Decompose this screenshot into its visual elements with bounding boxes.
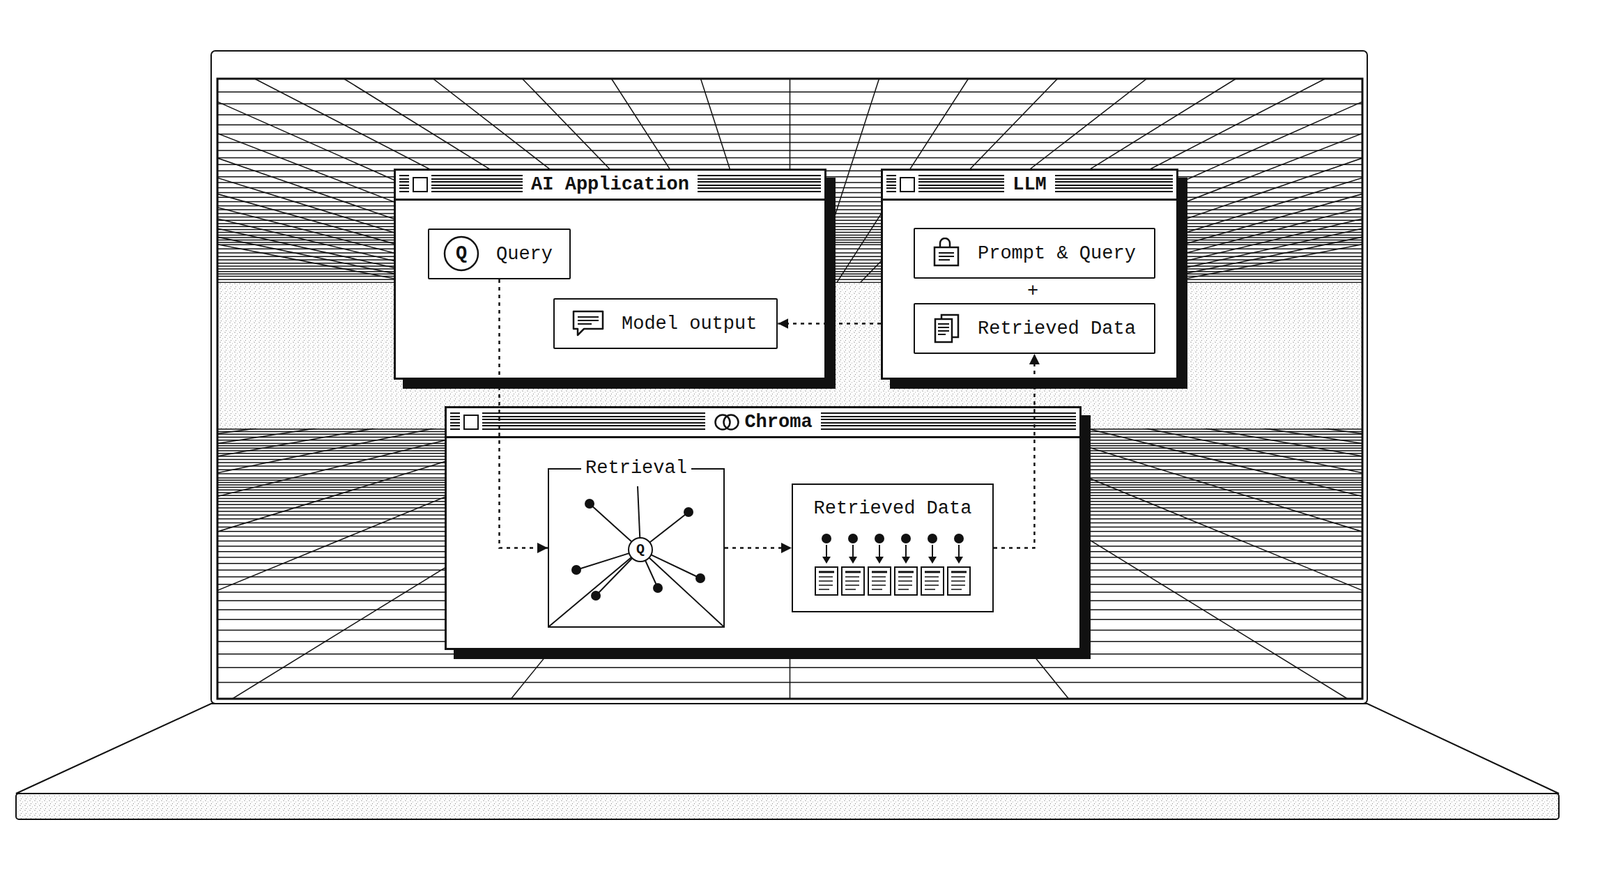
grid-line xyxy=(790,78,1364,283)
window-title: Chroma xyxy=(744,411,812,434)
grid-line xyxy=(790,78,1364,283)
screen-border xyxy=(217,78,1363,699)
document-item xyxy=(947,533,971,596)
box-label: Query xyxy=(496,243,553,266)
heading-slot: Retrieved Data xyxy=(793,497,993,520)
query-point xyxy=(628,537,653,562)
heading-slot: Retrieval xyxy=(549,457,724,480)
graph-edge xyxy=(549,557,632,627)
graph-edge xyxy=(589,503,632,543)
grid-line xyxy=(790,78,1364,283)
data-panel: Retrieved Data xyxy=(791,483,994,613)
graph-edge xyxy=(648,558,724,627)
grid-line xyxy=(790,78,1326,283)
graph-point xyxy=(590,590,601,601)
app-window: RetrievalQRetrieved DataChroma xyxy=(444,406,1082,651)
title-bar: AI Application xyxy=(395,170,825,201)
chroma-logo xyxy=(713,412,741,433)
panel-heading: Retrieval xyxy=(581,457,692,480)
document-item xyxy=(841,533,865,596)
grid-line xyxy=(790,78,1364,283)
process-box: Query Q xyxy=(427,228,571,280)
label-slot: + xyxy=(913,279,1152,304)
title-patch: AI Application xyxy=(522,172,698,197)
grid-line xyxy=(790,78,1364,283)
box-label: Model output xyxy=(621,312,757,336)
process-box: Model output xyxy=(553,298,778,350)
grid-line xyxy=(790,78,1364,283)
title-patch: LLM xyxy=(1004,172,1056,197)
graph-edge xyxy=(637,486,640,538)
title-patch: Chroma xyxy=(705,410,821,435)
document-item xyxy=(868,533,891,596)
graph-edge xyxy=(595,558,633,596)
prompt-icon xyxy=(930,237,963,270)
chat-icon xyxy=(571,309,607,339)
dotted-connector xyxy=(724,547,792,550)
laptop-base xyxy=(16,703,1559,794)
label-slot: Q xyxy=(628,537,653,562)
grid-line xyxy=(790,78,1364,283)
graph-point xyxy=(683,507,694,518)
graph-point xyxy=(652,583,663,594)
graph-point xyxy=(695,573,706,584)
window-title: AI Application xyxy=(531,173,690,196)
window-title: LLM xyxy=(1012,173,1047,196)
window-button xyxy=(899,177,915,193)
window-button xyxy=(412,177,428,193)
dotted-connector xyxy=(993,354,1035,549)
title-bar: Chroma xyxy=(446,408,1080,439)
node-symbol: Q xyxy=(636,542,645,557)
document-item xyxy=(815,533,838,596)
graph-edge xyxy=(649,512,689,543)
grid-line xyxy=(790,78,1364,283)
label-slot: Q xyxy=(443,235,480,272)
panel-heading: Retrieved Data xyxy=(809,497,977,520)
box-label: Retrieved Data xyxy=(977,317,1136,341)
graph-point xyxy=(571,565,582,575)
document-item xyxy=(894,533,918,596)
graph-point xyxy=(584,498,595,509)
grid-line xyxy=(790,78,1364,283)
retrieval-panel: RetrievalQ xyxy=(547,468,725,628)
dotted-connector xyxy=(777,322,881,325)
app-window: Prompt & QueryRetrieved Data LLM + xyxy=(880,168,1179,380)
annotation: + xyxy=(1027,282,1039,302)
dotted-connector xyxy=(499,279,549,549)
floor-grid xyxy=(217,428,1363,699)
graph-edge xyxy=(576,553,630,571)
process-box: Retrieved Data xyxy=(913,303,1156,355)
process-box: Prompt & Query xyxy=(913,227,1156,279)
title-bar: LLM xyxy=(882,170,1177,201)
annotation: Q xyxy=(455,244,467,264)
laptop-lid xyxy=(211,50,1368,704)
laptop-slab xyxy=(16,793,1559,820)
documents-icon xyxy=(930,312,963,345)
grid-line xyxy=(790,78,1364,283)
perspective-grid xyxy=(0,78,1600,699)
window-button xyxy=(463,414,479,430)
document-item xyxy=(921,533,944,596)
box-label: Prompt & Query xyxy=(977,242,1136,265)
app-window: Query Q Model output AI Application xyxy=(393,168,827,380)
